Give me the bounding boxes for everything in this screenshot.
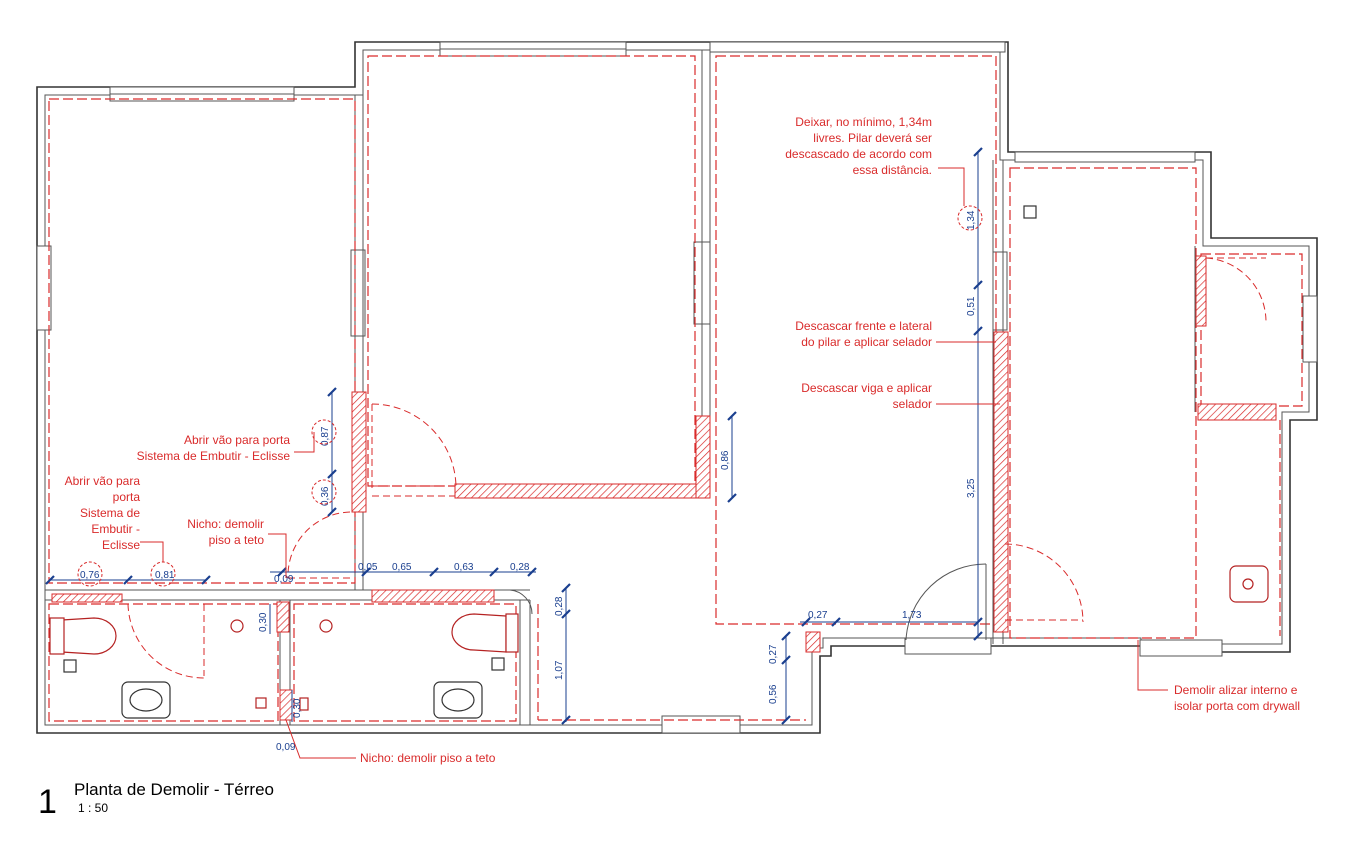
- note-beam: Descascar viga e aplicar selador: [801, 381, 932, 411]
- note-door-left-line-4: Embutir -: [91, 522, 140, 536]
- hatch-niche-top: [276, 601, 290, 633]
- note-door-left-line-3: Sistema de: [80, 506, 140, 520]
- fixtures: [49, 205, 1269, 719]
- note-niche-bottom-line-1: Nicho: demolir piso a teto: [360, 751, 496, 765]
- window-left: [36, 245, 52, 331]
- note-door-upper-line-1: Abrir vão para porta: [184, 433, 290, 447]
- shower-drain-left: [230, 619, 244, 633]
- note-niche-top: Nicho: demolir piso a teto: [187, 517, 264, 547]
- hatch-wall-corner: [695, 415, 711, 499]
- sink-right: [433, 681, 483, 719]
- floor-drain-left: [63, 659, 77, 673]
- windows: [36, 41, 1318, 734]
- floor-drain-right: [491, 657, 505, 671]
- dim-0-51: 0,51: [966, 296, 977, 316]
- dim-0-28-v: 0,28: [554, 596, 565, 616]
- note-door-upper: Abrir vão para porta Sistema de Embutir …: [137, 433, 291, 463]
- doors: [127, 257, 1267, 679]
- hatched-demolition: [51, 255, 1277, 721]
- drawing-number: 1: [38, 783, 57, 821]
- note-pillar-line-2: do pilar e aplicar selador: [801, 335, 932, 349]
- floor-drain-east: [1023, 205, 1037, 219]
- window-top-right: [709, 41, 1006, 53]
- dim-0-56: 0,56: [768, 684, 779, 704]
- sink-left: [121, 681, 171, 719]
- note-alizar-line-2: isolar porta com drywall: [1174, 699, 1300, 713]
- hatch-east-jamb: [1195, 255, 1207, 327]
- window-east: [1302, 295, 1318, 363]
- note-leave-clear-line-3: descascado de acordo com: [785, 147, 932, 161]
- dim-0-30-bottom: 0,30: [292, 698, 303, 718]
- note-pillar: Descascar frente e lateral do pilar e ap…: [795, 319, 932, 349]
- note-pillar-line-1: Descascar frente e lateral: [795, 319, 932, 333]
- note-alizar: Demolir alizar interno e isolar porta co…: [1174, 683, 1300, 713]
- hatch-corner-bottom: [805, 631, 821, 653]
- hatch-wall-bath-left: [51, 593, 123, 603]
- dimension-texts: 1,34 0,51 3,25 0,86 0,87 0,36 0,76 0,81 …: [80, 210, 977, 753]
- dim-0-65: 0,65: [392, 562, 412, 573]
- note-alizar-line-1: Demolir alizar interno e: [1174, 683, 1298, 697]
- hatch-wall-bath-top: [371, 589, 495, 603]
- dim-0-09-top: 0,09: [274, 574, 294, 585]
- window-bottom-east: [1139, 639, 1223, 657]
- toilet-right: [451, 613, 507, 653]
- dim-0-09-bottom: 0,09: [276, 742, 296, 753]
- niche-box: [255, 697, 267, 709]
- dim-3-25: 3,25: [966, 478, 977, 498]
- note-door-left-line-1: Abrir vão para: [65, 474, 141, 488]
- window-bottom: [661, 715, 741, 734]
- dim-0-30-top: 0,30: [258, 612, 269, 632]
- note-beam-line-1: Descascar viga e aplicar: [801, 381, 932, 395]
- note-niche-top-line-2: piso a teto: [209, 533, 265, 547]
- leader-lines: [140, 167, 1168, 759]
- shower-drain-right: [319, 619, 333, 633]
- window-right-upper: [1014, 151, 1196, 163]
- note-door-left: Abrir vão para porta Sistema de Embutir …: [65, 474, 141, 552]
- drawing-scale: 1 : 50: [78, 801, 108, 815]
- note-door-left-line-5: Eclisse: [102, 538, 140, 552]
- hatch-wall-center: [454, 483, 711, 499]
- dim-0-28-h: 0,28: [510, 562, 530, 573]
- dim-0-86: 0,86: [720, 450, 731, 470]
- dimension-lines: [45, 147, 983, 725]
- note-leave-clear: Deixar, no mínimo, 1,34m livres. Pilar d…: [785, 115, 932, 177]
- drawing-title: Planta de Demolir - Térreo: [74, 780, 274, 799]
- hatch-wall-door-left: [351, 391, 367, 513]
- drawing-title-block: 1 Planta de Demolir - Térreo 1 : 50: [38, 780, 274, 821]
- dim-1-07: 1,07: [554, 660, 565, 680]
- dim-0-36: 0,36: [320, 486, 331, 506]
- note-beam-line-2: selador: [893, 397, 932, 411]
- note-door-left-line-2: porta: [113, 490, 141, 504]
- hatch-niche-bottom: [279, 689, 293, 721]
- dim-0-87: 0,87: [320, 426, 331, 446]
- note-niche-top-line-1: Nicho: demolir: [187, 517, 264, 531]
- dim-0-27-h: 0,27: [808, 610, 828, 621]
- note-niche-bottom: Nicho: demolir piso a teto: [360, 751, 496, 765]
- dim-0-05: 0,05: [358, 562, 378, 573]
- dim-1-34: 1,34: [966, 210, 977, 230]
- dim-0-76: 0,76: [80, 570, 100, 581]
- exterior-walls: [36, 41, 1318, 734]
- dim-1-73: 1,73: [902, 610, 922, 621]
- note-leave-clear-line-4: essa distância.: [853, 163, 932, 177]
- dim-0-63: 0,63: [454, 562, 474, 573]
- note-leave-clear-line-2: livres. Pilar deverá ser: [813, 131, 932, 145]
- dimension-tag-circles: [77, 205, 983, 587]
- toilet-left: [61, 617, 117, 655]
- dim-0-81: 0,81: [155, 570, 175, 581]
- window-bottom-right: [904, 637, 992, 655]
- dim-0-27-v: 0,27: [768, 644, 779, 664]
- note-door-upper-line-2: Sistema de Embutir - Eclisse: [137, 449, 291, 463]
- hatch-east-room: [1197, 403, 1277, 421]
- hatch-beam-east: [993, 331, 1009, 633]
- note-leave-clear-line-1: Deixar, no mínimo, 1,34m: [795, 115, 932, 129]
